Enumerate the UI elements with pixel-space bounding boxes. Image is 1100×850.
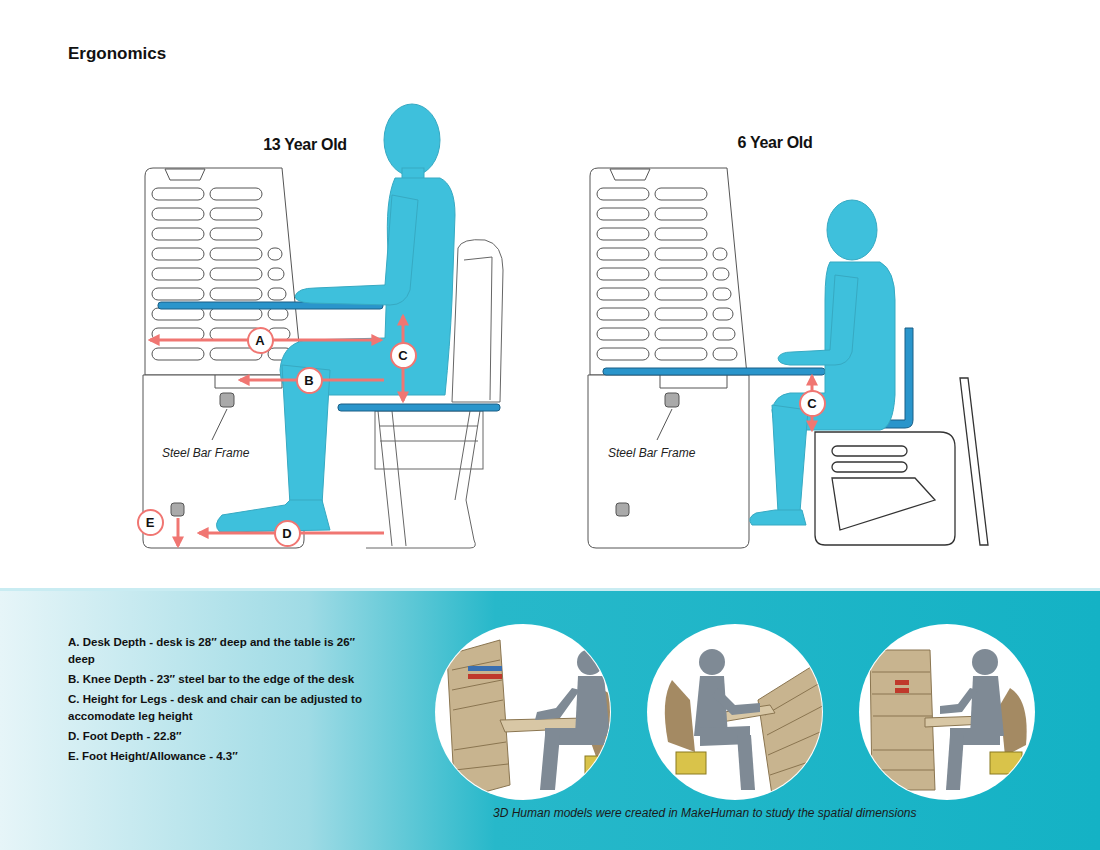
render-2-part-part	[765, 676, 838, 775]
callout-text: C	[398, 349, 407, 362]
render-1-part	[447, 640, 622, 800]
render-3-part	[859, 624, 1035, 800]
part-label: Steel Bar Frame	[162, 446, 249, 460]
figure-6-part	[750, 510, 806, 525]
callout-text: A	[255, 334, 264, 347]
callout-letter: A	[247, 327, 274, 354]
chair-6-part	[832, 478, 935, 530]
desk-6-part	[588, 168, 749, 548]
callout-text: C	[807, 397, 816, 410]
info-band	[0, 588, 1100, 850]
callout-letter: C	[390, 342, 417, 369]
chair-13-part	[378, 411, 480, 546]
figure-13-part	[384, 104, 440, 176]
figure-13-part	[295, 195, 418, 305]
render-1-part-part	[535, 688, 580, 720]
render-3-part-part	[1000, 688, 1027, 756]
age-heading: 13 Year Old	[263, 136, 347, 154]
callout-letter: D	[274, 520, 301, 547]
render-3-part-part	[895, 688, 909, 693]
dimension-note: E. Foot Height/Allowance - 4.3″	[68, 748, 368, 765]
figure-13-part	[282, 365, 330, 505]
callout-text: B	[304, 374, 313, 387]
figure-13-part	[280, 178, 455, 395]
part-label: Steel Bar Frame	[608, 446, 695, 460]
render-1-part-part	[468, 666, 502, 671]
render-2	[647, 624, 842, 800]
render-3-part-part	[990, 752, 1022, 774]
render-1-part-part	[577, 649, 603, 675]
figure-13	[216, 104, 455, 532]
render-3-part-part	[946, 735, 964, 790]
figure-6	[750, 200, 895, 525]
render-2-part-part	[758, 655, 842, 795]
render-1-part-part	[452, 660, 508, 770]
dimension-note: A. Desk Depth - desk is 28″ deep and the…	[68, 634, 368, 668]
desk-13-part	[143, 168, 304, 548]
dimension-arrows-part	[177, 518, 180, 546]
dimension-note: B. Knee Depth - 23″ steel bar to the edg…	[68, 671, 368, 688]
dimension-arrows	[150, 316, 812, 546]
dimension-note: C. Height for Legs - desk and chair can …	[68, 691, 368, 725]
figure-6-part	[778, 275, 858, 365]
render-3-part-part	[970, 676, 1004, 736]
render-1-part-part	[585, 756, 617, 778]
render-2-part-part	[737, 735, 755, 790]
chair-13-part	[366, 500, 475, 548]
render-1-part-part	[575, 676, 610, 736]
chair-6-part	[832, 446, 907, 456]
render-3-part-part	[972, 649, 998, 675]
callout-letter: E	[137, 509, 164, 536]
chair-13-part	[338, 404, 500, 411]
figure-6-part	[827, 200, 877, 260]
render-2-part-part	[676, 752, 706, 774]
render-3-part-part	[895, 680, 909, 685]
chair-6-part	[960, 378, 988, 545]
dimension-note: D. Foot Depth - 22.8″	[68, 728, 368, 745]
dimension-list: A. Desk Depth - desk is 28″ deep and the…	[68, 634, 368, 768]
chair-6-part	[815, 432, 955, 545]
render-1-part-part	[468, 674, 502, 679]
render-2-part-part	[712, 688, 760, 715]
chair-13-part	[452, 240, 503, 402]
figure-13-part	[216, 500, 330, 532]
figure-6-part	[772, 262, 895, 430]
page-title: Ergonomics	[68, 44, 166, 64]
callout-text: D	[282, 527, 291, 540]
render-3-part-part	[940, 688, 978, 714]
render-1	[435, 624, 622, 800]
callout-letter: B	[296, 367, 323, 394]
chair-13-part	[464, 257, 492, 400]
chair-13-part	[375, 411, 483, 469]
render-3	[859, 624, 1035, 800]
figure-6-part	[772, 405, 808, 512]
render-2-part-part	[699, 649, 725, 675]
age-heading: 6 Year Old	[738, 134, 813, 152]
band-edge	[0, 588, 1100, 591]
desk-6-part	[603, 368, 825, 375]
chair-6-part	[832, 462, 907, 472]
render-3-part	[870, 649, 1027, 790]
callout-letter: C	[799, 390, 826, 417]
render-2-part	[665, 649, 842, 795]
callout-text: E	[146, 516, 155, 529]
caption: 3D Human models were created in MakeHuma…	[493, 806, 917, 820]
render-1-part	[435, 624, 611, 800]
render-2-part-part	[665, 680, 695, 752]
render-1-part-part	[540, 735, 560, 790]
